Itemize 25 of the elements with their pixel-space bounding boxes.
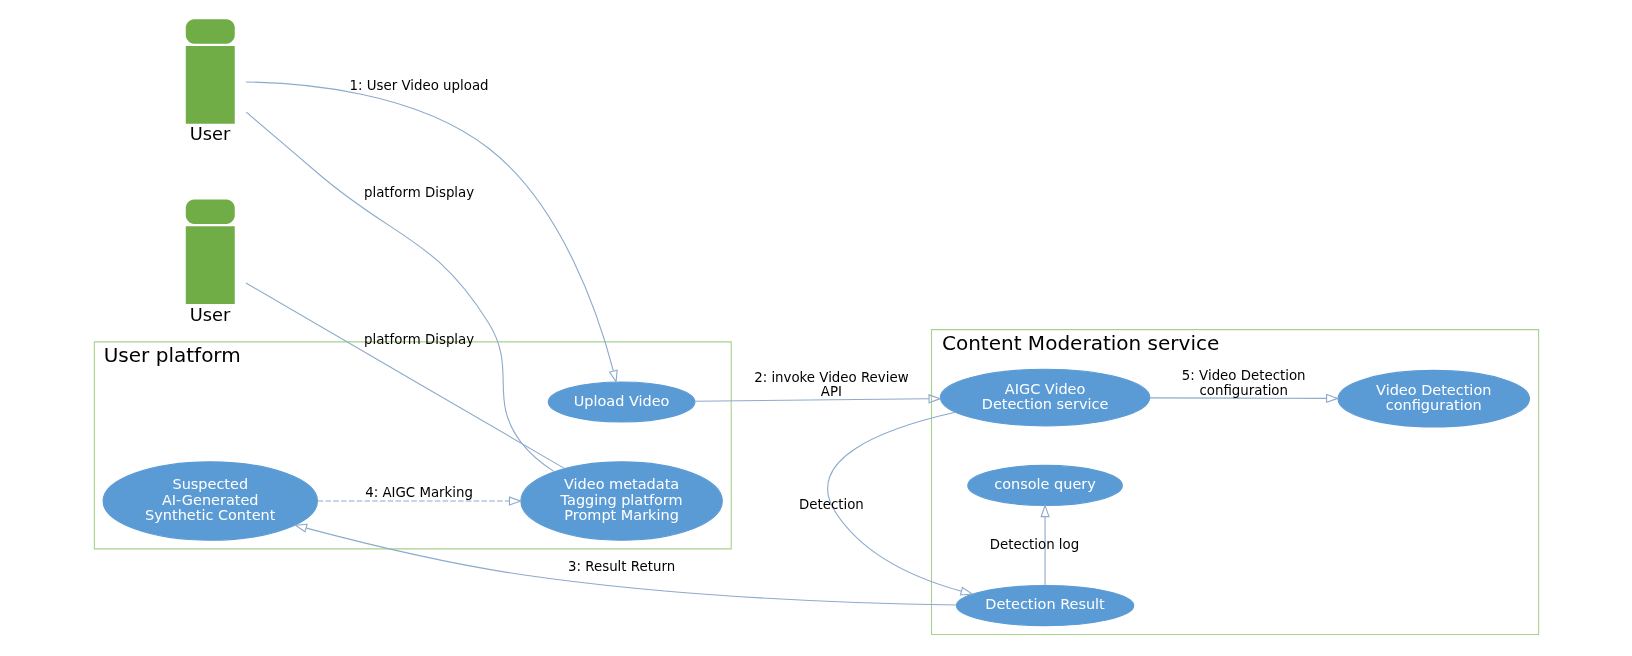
node-ellipse: Suspected AI-Generated Synthetic Content [102, 461, 318, 541]
arrow [244, 81, 618, 384]
edge-label: platform Display [363, 184, 474, 200]
node-label: User [189, 123, 230, 145]
arrow [1039, 503, 1050, 586]
connector [245, 111, 555, 473]
arrow [694, 394, 942, 404]
node-ellipse: Upload Video [547, 381, 695, 423]
node-ellipse: console query [966, 464, 1123, 507]
node-ellipse: Video metadata Tagging platform Prompt Marking [519, 461, 723, 541]
node-label: User [189, 303, 230, 325]
edge-label: 1: User Video upload [349, 77, 489, 93]
edge-label: 2: invoke Video Review API [753, 369, 909, 399]
edge-label: Detection log [989, 536, 1079, 552]
arrow [826, 411, 974, 596]
arrow [293, 523, 957, 606]
arrow [316, 496, 522, 506]
edge-label: 3: Result Return [567, 558, 675, 574]
edge-label: 4: AIGC Marking [364, 485, 473, 501]
arrow [1148, 393, 1339, 404]
edge-label: 5: Video Detection configuration [1181, 368, 1306, 398]
node-ellipse: Video Detection configuration [1336, 369, 1530, 428]
connector [244, 282, 565, 469]
node-ellipse: AIGC Video Detection service [939, 368, 1150, 427]
edge-label: Detection [798, 496, 864, 512]
